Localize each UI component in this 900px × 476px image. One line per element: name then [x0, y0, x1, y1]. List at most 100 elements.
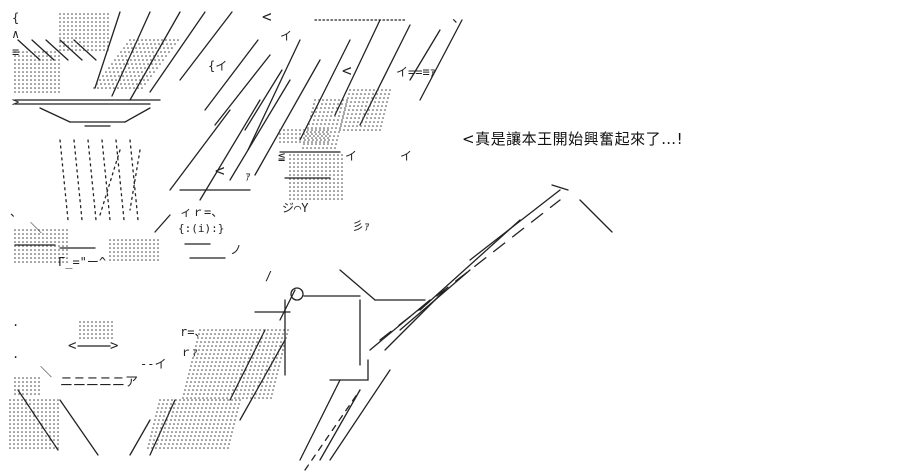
art-dot: [367, 113, 369, 115]
art-dot: [216, 389, 218, 391]
art-dot: [143, 47, 145, 49]
art-dot: [9, 447, 11, 449]
art-dot: [315, 137, 317, 139]
art-glyph: ≡: [12, 45, 19, 59]
art-dot: [176, 427, 178, 429]
art-dot: [49, 411, 51, 413]
art-dot: [87, 13, 89, 15]
art-dot: [207, 415, 209, 417]
art-dot: [234, 419, 236, 421]
art-dot: [273, 353, 275, 355]
art-dot: [103, 37, 105, 39]
art-dot: [306, 131, 308, 133]
art-dot: [120, 51, 122, 53]
art-dot: [317, 178, 319, 180]
art-dot: [41, 403, 43, 405]
art-dot: [206, 365, 208, 367]
art-dot: [67, 41, 69, 43]
art-dot: [158, 435, 160, 437]
art-dot: [194, 349, 196, 351]
art-dot: [125, 87, 127, 89]
art-dot: [185, 423, 187, 425]
art-dot: [159, 415, 161, 417]
art-dot: [50, 249, 52, 251]
art-dot: [329, 170, 331, 172]
art-dot: [185, 385, 187, 387]
art-dot: [26, 75, 28, 77]
art-dot: [125, 55, 127, 57]
art-dot: [375, 113, 377, 115]
art-dot: [63, 37, 65, 39]
art-dot: [21, 411, 23, 413]
art-dot: [79, 333, 81, 335]
art-dot: [99, 49, 101, 51]
art-dot: [29, 399, 31, 401]
art-dot: [130, 59, 132, 61]
art-dot: [186, 397, 188, 399]
art-dot: [258, 381, 260, 383]
art-dot: [360, 93, 362, 95]
art-dot: [62, 233, 64, 235]
art-dot: [109, 71, 111, 73]
art-dot: [75, 17, 77, 19]
art-dot: [333, 194, 335, 196]
art-dot: [95, 21, 97, 23]
art-dot: [141, 243, 143, 245]
art-dot: [230, 333, 232, 335]
art-dot: [34, 377, 36, 379]
art-dot: [26, 385, 28, 387]
art-dot: [103, 321, 105, 323]
art-dot: [333, 162, 335, 164]
art-dot: [328, 139, 330, 141]
art-dot: [26, 79, 28, 81]
art-dot: [189, 407, 191, 409]
art-dot: [223, 399, 225, 401]
art-dot: [34, 381, 36, 383]
art-dot: [365, 121, 367, 123]
art-dot: [309, 166, 311, 168]
art-dot: [54, 71, 56, 73]
art-dot: [195, 399, 197, 401]
art-dot: [325, 170, 327, 172]
art-dot: [239, 361, 241, 363]
art-dot: [385, 89, 387, 91]
art-glyph: r=、: [180, 325, 206, 339]
art-dot: [358, 101, 360, 103]
art-dot: [226, 397, 228, 399]
art-dot: [291, 141, 293, 143]
art-dot: [205, 407, 207, 409]
art-dot: [169, 407, 171, 409]
art-dot: [249, 385, 251, 387]
art-dot: [53, 439, 55, 441]
art-dot: [198, 381, 200, 383]
art-dot: [117, 255, 119, 257]
art-dot: [225, 407, 227, 409]
art-dot: [337, 186, 339, 188]
art-dot: [278, 349, 280, 351]
art-dot: [358, 117, 360, 119]
art-dot: [237, 337, 239, 339]
art-dot: [242, 349, 244, 351]
art-dot: [230, 381, 232, 383]
art-dot: [198, 349, 200, 351]
art-dot: [387, 97, 389, 99]
art-dot: [277, 337, 279, 339]
art-dot: [37, 399, 39, 401]
art-dot: [311, 111, 313, 113]
art-dot: [25, 443, 27, 445]
art-dot: [283, 141, 285, 143]
art-dot: [59, 49, 61, 51]
art-dot: [34, 249, 36, 251]
art-dot: [229, 353, 231, 355]
art-dot: [57, 439, 59, 441]
art-dot: [156, 51, 158, 53]
art-dot: [156, 411, 158, 413]
art-dot: [301, 158, 303, 160]
art-dot: [289, 174, 291, 176]
art-dot: [189, 369, 191, 371]
art-dot: [159, 447, 161, 449]
art-dot: [242, 397, 244, 399]
art-dot: [49, 435, 51, 437]
ascii-art-lines: [14, 11, 613, 471]
art-dot: [66, 261, 68, 263]
